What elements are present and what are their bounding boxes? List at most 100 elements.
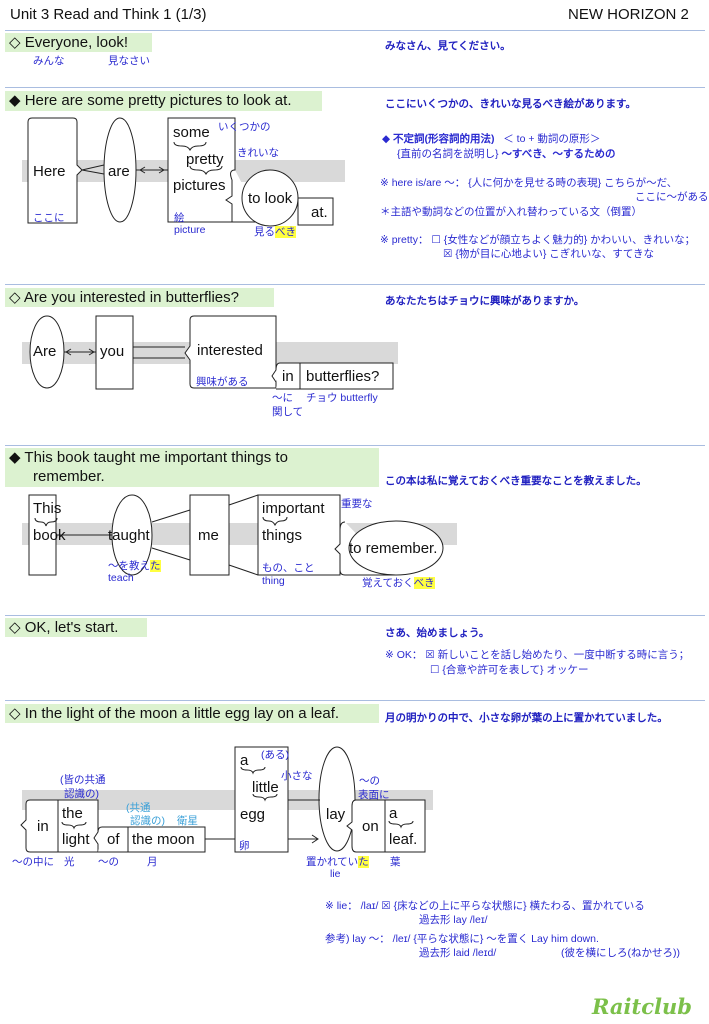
note: ※ pretty： ☐ {女性などが顔立ちよく魅力的} かわいい、きれいな； (380, 234, 696, 246)
gloss: 絵 (174, 212, 185, 224)
word: Here (33, 163, 66, 180)
gloss: 月 (147, 856, 158, 868)
word: taught (108, 527, 150, 544)
gloss: picture (174, 224, 206, 236)
gloss: 光 (64, 856, 75, 868)
word: a (240, 752, 249, 769)
divider (5, 700, 705, 701)
word: me (198, 527, 219, 544)
gloss: 重要な (341, 498, 373, 510)
word: the (62, 805, 83, 822)
word: the moon (132, 831, 195, 848)
gloss: みんな (33, 55, 65, 67)
word: egg (240, 806, 266, 823)
note: ※ lie： /laɪ/ ☒ {床などの上に平らな状態に} 横たわる、置かれてい… (325, 900, 645, 912)
translation-6: 月の明かりの中で、小さな卵が葉の上に置かれていました。 (385, 712, 668, 724)
gloss: (共通 (126, 802, 151, 814)
word: are (108, 163, 130, 180)
divider (5, 30, 705, 31)
gloss: 覚えておくべき (362, 575, 435, 590)
word: This (33, 500, 62, 517)
note: ☒ {物が目に心地よい} こぎれいな、すてきな (443, 248, 655, 260)
word: a (389, 805, 398, 822)
word: to remember. (349, 540, 438, 557)
divider (5, 87, 705, 88)
gloss-part: ～を教え (108, 560, 150, 572)
word: to look (248, 190, 293, 207)
gloss: (ある) (261, 749, 289, 761)
word: you (100, 343, 125, 360)
gloss: 小さな (281, 770, 313, 782)
word: important (262, 500, 325, 517)
word: interested (197, 342, 263, 359)
gloss: 表面に (358, 789, 390, 801)
gloss-part: 覚えておく (362, 577, 414, 589)
highlight: た (150, 560, 161, 572)
sentence-4: ◆ This book taught me important things t… (5, 448, 379, 487)
sentence-line: ◆ This book taught me important things t… (9, 449, 288, 466)
word: in (282, 368, 294, 385)
word: things (262, 527, 303, 544)
gloss: 卵 (239, 840, 250, 852)
note-part: ～すべき、～するための (501, 148, 616, 160)
word: pictures (173, 177, 226, 194)
note: 参考) lay ～： /leɪ/ {平らな状態に} ～を置く Lay him d… (325, 933, 599, 945)
note: {直前の名詞を説明し} ～すべき、～するための (397, 146, 615, 161)
word: some (173, 124, 210, 141)
gloss: lie (330, 868, 341, 880)
gloss: ～の (98, 856, 119, 868)
note-part: ◆ 不定詞(形容詞的用法) (382, 133, 495, 145)
sentence-2: ◆ Here are some pretty pictures to look … (5, 91, 322, 111)
gloss: 認識の) (64, 788, 99, 800)
divider (5, 284, 705, 285)
raitclub-logo: Raitclub (592, 994, 692, 1019)
note-part: ＜ to + 動詞の原形＞ (503, 133, 601, 145)
note-part: {直前の名詞を説明し} (397, 148, 499, 160)
textbook-name: NEW HORIZON 2 (568, 6, 689, 23)
translation-3: あなたたちはチョウに興味がありますか。 (385, 295, 585, 307)
gloss: いくつかの (218, 121, 271, 133)
sentence-1: ◇ Everyone, look! (5, 33, 152, 52)
gloss: (皆の共通 (60, 774, 106, 786)
gloss: 置かれていた (306, 854, 369, 869)
word: at. (311, 204, 328, 221)
translation-5: さあ、始めましょう。 (385, 627, 490, 639)
gloss: 見るべき (254, 224, 296, 239)
note: ここに～がある (635, 191, 709, 203)
note: ◆ 不定詞(形容詞的用法) ＜ to + 動詞の原形＞ (382, 131, 600, 146)
highlight: べき (413, 577, 435, 589)
note: 過去形 laid /leɪd/ (419, 947, 497, 959)
word: on (362, 818, 379, 835)
gloss: ～を教えた (108, 558, 161, 573)
note: ※ OK： ☒ 新しいことを話し始めたり、一度中断する時に言う； (385, 649, 690, 661)
highlight: べき (275, 226, 296, 238)
gloss: 関して (272, 406, 304, 418)
gloss: thing (262, 575, 285, 587)
gloss: きれいな (237, 147, 279, 159)
word: lay (326, 806, 346, 823)
gloss: チョウ butterfly (306, 392, 378, 404)
gloss-part: 見る (254, 226, 275, 238)
word: Are (33, 343, 57, 360)
gloss: 見なさい (108, 55, 150, 67)
sentence-5: ◇ OK, let's start. (5, 618, 147, 637)
sentence-6: ◇ In the light of the moon a little egg … (5, 704, 379, 723)
gloss: ここに (33, 212, 65, 224)
gloss: ～の中に (12, 856, 54, 868)
word: butterflies? (306, 368, 380, 385)
translation-4: この本は私に覚えておくべき重要なことを教えました。 (385, 475, 647, 487)
gloss: 衛星 (177, 815, 198, 827)
translation-1: みなさん、見てください。 (385, 40, 511, 52)
gloss-part: 置かれてい (306, 856, 359, 868)
gloss: ～に (272, 392, 293, 404)
note: ☐ {合意や許可を表して} オッケー (430, 664, 589, 676)
note: (彼を横にしろ(ねかせろ)) (561, 947, 680, 959)
word: book (33, 527, 66, 544)
word: in (37, 818, 49, 835)
gloss: もの、こと (262, 562, 315, 574)
sentence-line: remember. (33, 468, 105, 485)
gloss: 葉 (390, 856, 401, 868)
note: ※ here is/are ～： {人に何かを見せる時の表現} こちらが～だ、 (380, 177, 678, 189)
